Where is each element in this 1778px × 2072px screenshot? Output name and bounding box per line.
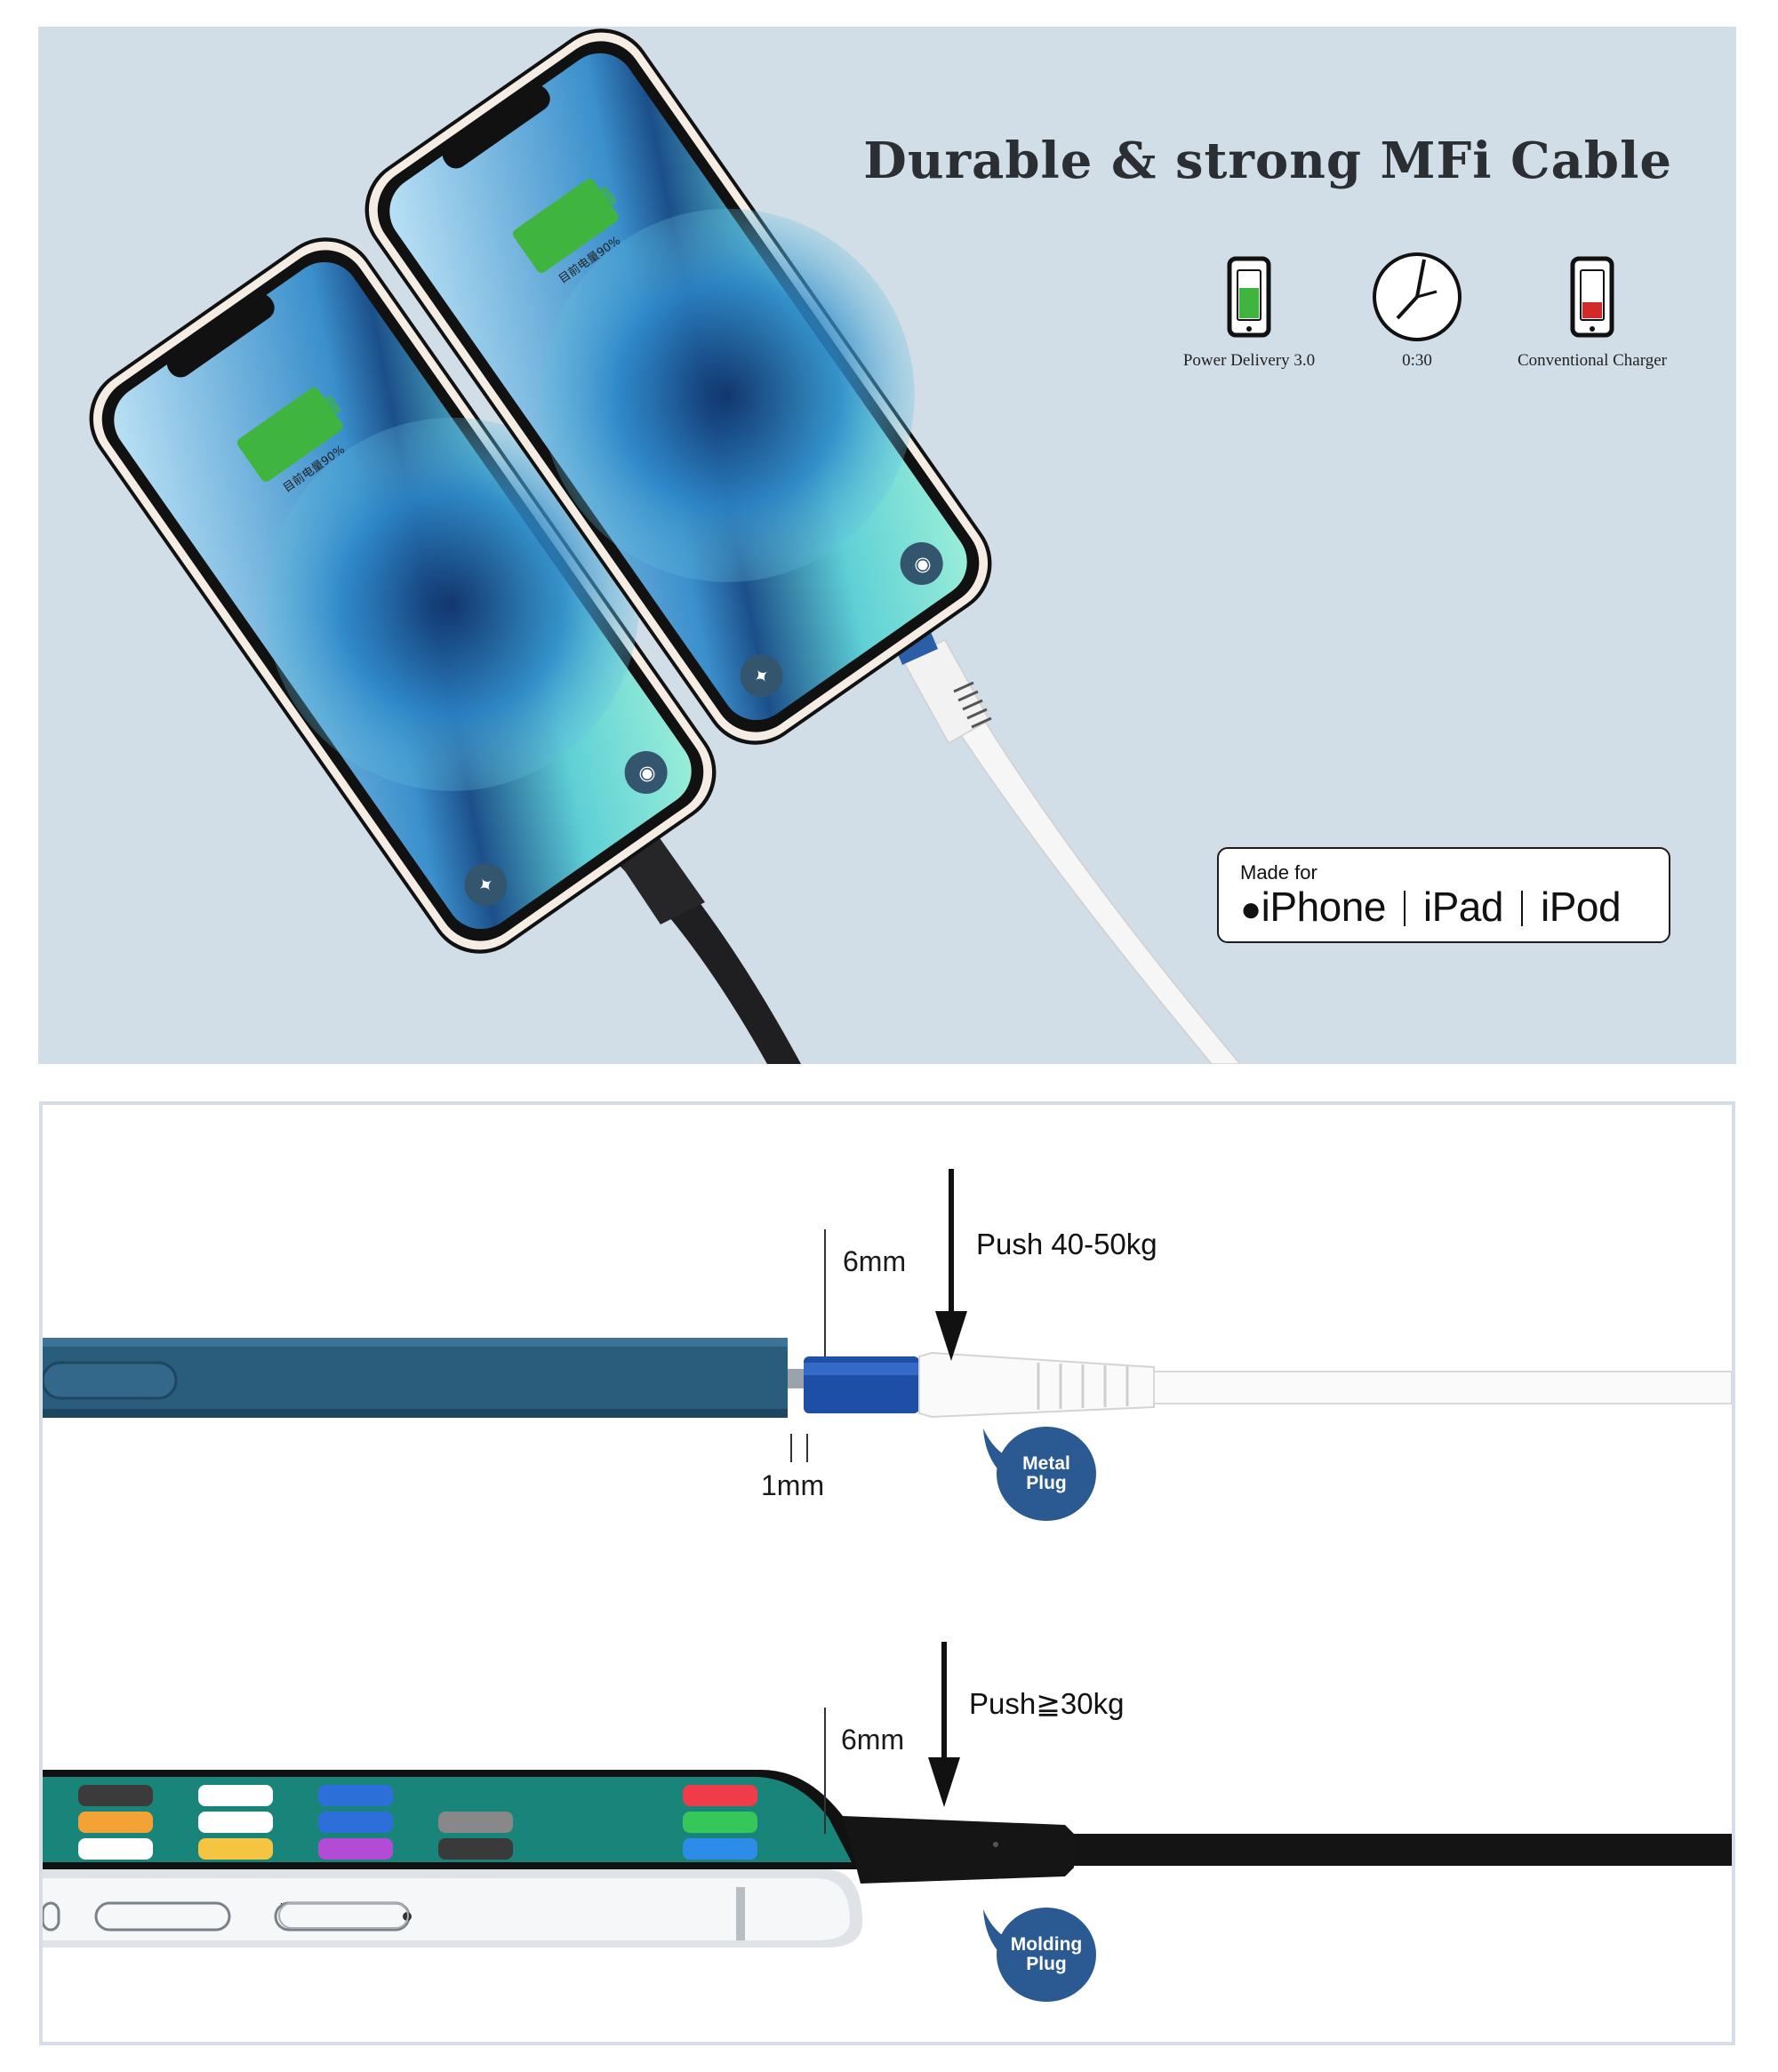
feature-label: Conventional Charger [1518, 351, 1667, 370]
bubble-line: Plug [1026, 1473, 1067, 1493]
push-force-label: Push≧30kg [969, 1687, 1125, 1720]
feature-label: 0:30 [1402, 351, 1432, 370]
iphone-text: iPhone [1261, 884, 1387, 930]
white-cable [883, 603, 1241, 1064]
phone-battery-low-icon [1570, 256, 1614, 338]
feature-conventional-charger: Conventional Charger [1486, 256, 1699, 371]
plug-length-label: 6mm [841, 1724, 905, 1756]
gap-label: 1mm [761, 1469, 825, 1501]
app-icons-grid [78, 1785, 757, 1860]
device-list: ●iPhone iPad iPod [1240, 883, 1622, 931]
phones-illustration: 目前电量90% ✦ ◉ 目前电量90% ✦ ◉ [89, 28, 1241, 1064]
hero-panel: 目前电量90% ✦ ◉ 目前电量90% ✦ ◉ Durable & strong… [38, 27, 1736, 1064]
feature-power-delivery: Power Delivery 3.0 [1142, 256, 1356, 371]
phone-battery-full-icon [1227, 256, 1271, 338]
volume-button [94, 1901, 231, 1932]
right-phone: 目前电量90% ✦ ◉ [364, 28, 992, 745]
divider [1403, 891, 1406, 926]
made-for-text: Made for [1240, 861, 1317, 884]
bubble-line: Metal [1022, 1453, 1070, 1474]
clock-icon [1373, 252, 1462, 341]
feature-label: Power Delivery 3.0 [1182, 351, 1316, 370]
mfi-badge: Made for ●iPhone iPad iPod [1217, 847, 1670, 943]
plug-length-label: 6mm [843, 1245, 907, 1277]
push-force-label: Push 40-50kg [976, 1228, 1157, 1260]
bubble-line: Molding [1010, 1934, 1083, 1955]
ipod-text: iPod [1540, 884, 1622, 930]
white-boot [918, 1351, 1155, 1419]
divider [1520, 891, 1523, 926]
bubble-line: Plug [1026, 1954, 1067, 1974]
white-cable [1153, 1371, 1732, 1404]
molding-plug [843, 1816, 1074, 1884]
apple-logo-icon: ● [1240, 890, 1261, 929]
ipad-text: iPad [1422, 884, 1504, 930]
left-phone: 目前电量90% ✦ ◉ [89, 237, 717, 954]
side-button [43, 1361, 178, 1400]
headline: Durable & strong MFi Cable [863, 132, 1672, 190]
black-cable [1074, 1834, 1732, 1866]
feature-time: 0:30 [1310, 251, 1524, 371]
metal-plug-illustration [43, 1169, 1732, 1958]
